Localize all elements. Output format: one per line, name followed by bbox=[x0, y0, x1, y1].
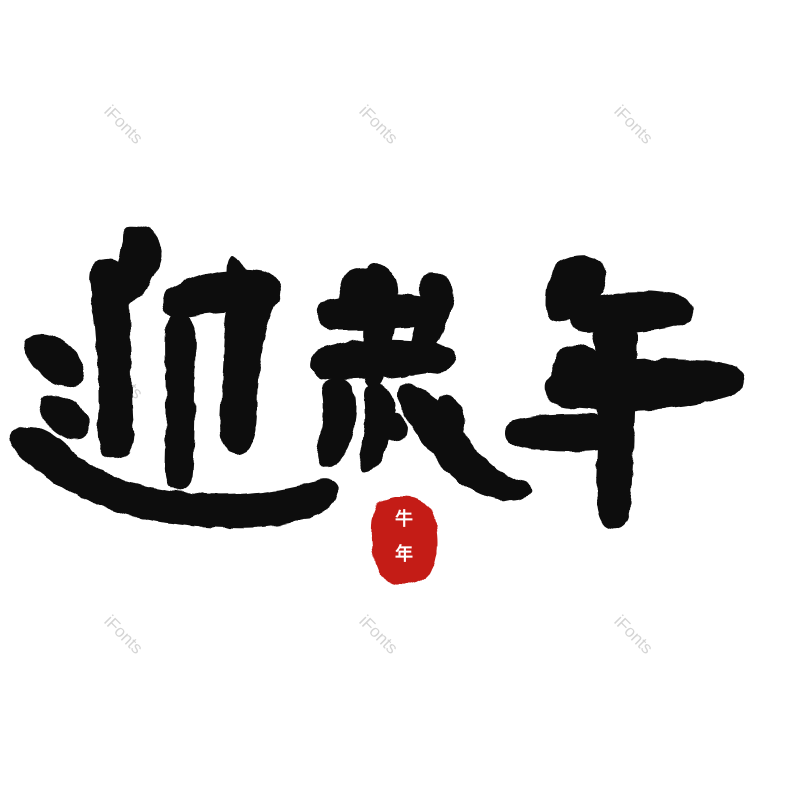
glyph-nian bbox=[505, 255, 745, 529]
svg-text:年: 年 bbox=[395, 543, 413, 565]
seal-text: 牛 年 bbox=[395, 508, 413, 565]
seal-stamp bbox=[371, 496, 438, 585]
svg-text:牛: 牛 bbox=[395, 508, 413, 530]
glyph-shu bbox=[311, 263, 532, 501]
glyph-ying bbox=[9, 225, 340, 529]
